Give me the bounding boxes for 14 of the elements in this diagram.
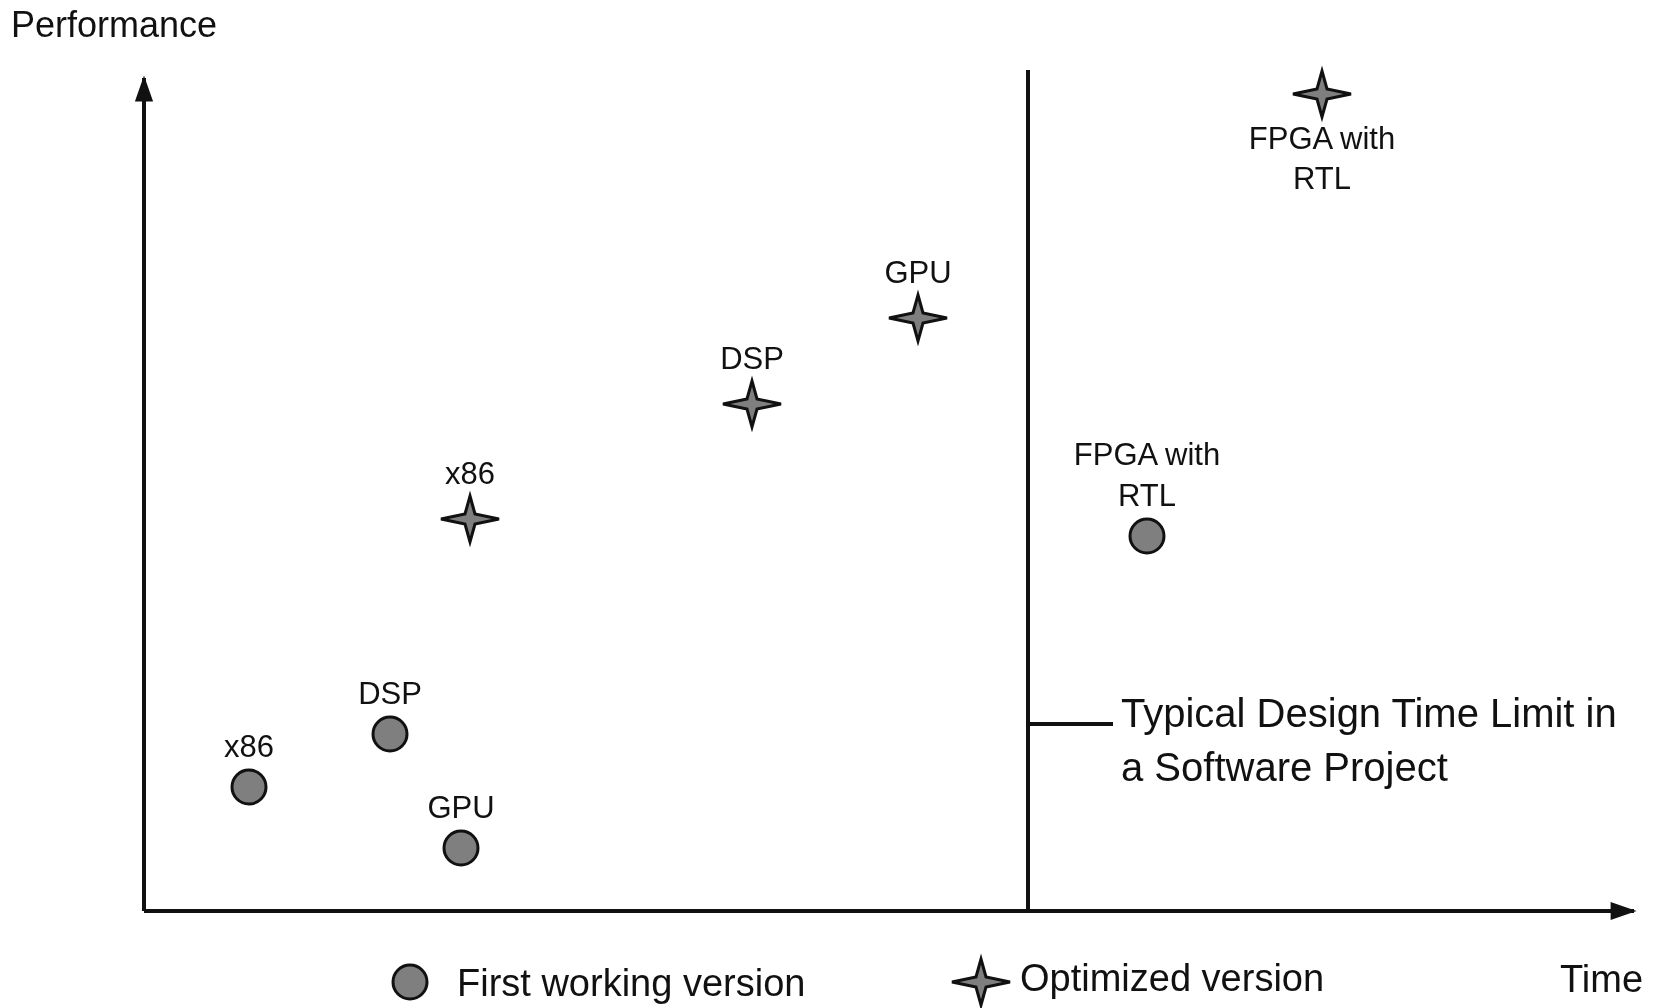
point-label: x86 — [224, 727, 274, 766]
point-label: DSP — [720, 339, 784, 378]
point-label: DSP — [358, 674, 422, 713]
point-label: GPU — [427, 788, 495, 827]
point-label: GPU — [884, 253, 952, 292]
callout-text: Typical Design Time Limit in a Software Project — [1121, 686, 1626, 794]
point-label: FPGA with RTL — [1247, 120, 1397, 199]
point-label: FPGA with RTL — [1072, 436, 1222, 515]
axis-title: Time — [1560, 958, 1644, 1001]
legend-label: Optimized version — [1020, 957, 1325, 1000]
legend-label: First working version — [457, 962, 806, 1005]
point-label: x86 — [445, 454, 495, 493]
leader-line — [1030, 722, 1113, 726]
axis-title: Performance — [11, 4, 218, 46]
